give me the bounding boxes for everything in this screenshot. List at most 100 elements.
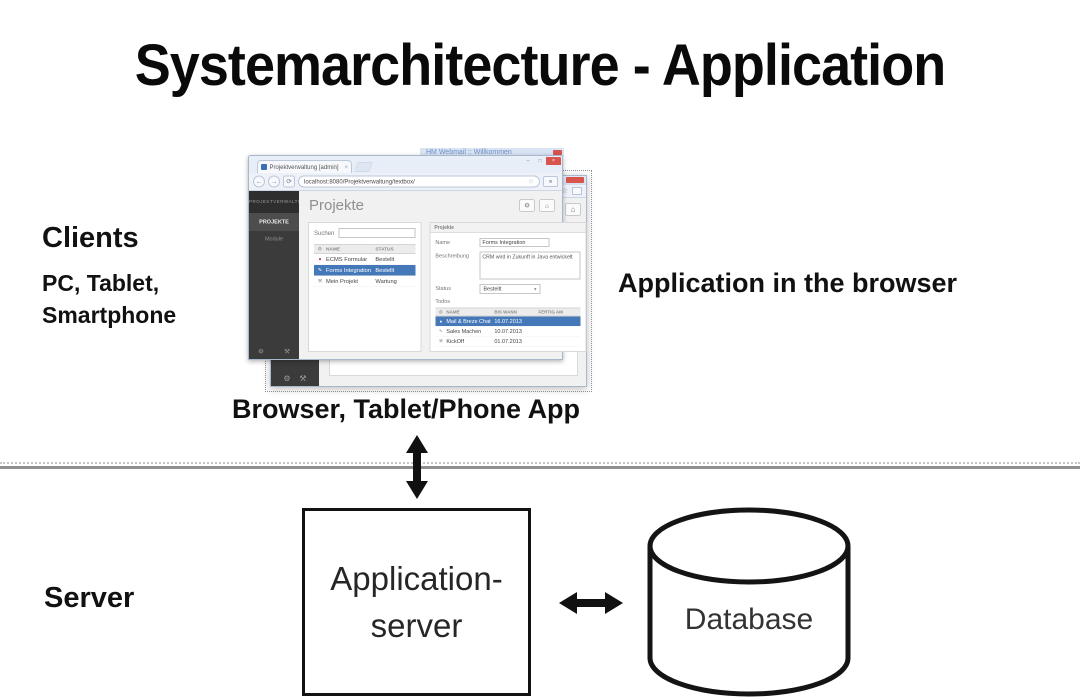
project-name: Forms Integration bbox=[326, 267, 372, 274]
todos-table-header: ⚙ NAME BIS WANN FERTIG AM bbox=[435, 307, 581, 317]
clients-label-block: Clients PC, Tablet, Smartphone bbox=[42, 222, 176, 331]
application-server-box: Application- server bbox=[302, 508, 531, 696]
wrench-icon: ⚒ bbox=[317, 278, 323, 285]
reload-icon[interactable]: ⟳ bbox=[283, 175, 295, 188]
todo-due: 10.07.2013 bbox=[494, 328, 522, 335]
database-label: Database bbox=[684, 603, 814, 636]
status-dot-icon: ● bbox=[318, 256, 322, 263]
maximize-icon[interactable]: □ bbox=[538, 158, 542, 164]
tier-divider-dotted-line bbox=[0, 462, 1080, 464]
tier-divider-line bbox=[0, 466, 1080, 469]
column-header-status[interactable]: STATUS bbox=[375, 246, 394, 252]
todo-row-selected[interactable]: ● Mail & Breze Chat 16.07.2013 bbox=[435, 316, 581, 327]
todo-name: Mail & Breze Chat bbox=[446, 318, 491, 325]
app-sidebar: PROJEKTVERWALTUNG PROJEKTE Module ⚙ ⚒ bbox=[249, 191, 299, 359]
back-window-star-icon[interactable]: ☆ bbox=[560, 186, 568, 195]
front-browser-window: Projektverwaltung [admin] × – □ × ← → ⟳ bbox=[248, 155, 587, 360]
minimize-icon[interactable]: – bbox=[526, 158, 530, 164]
tab-title: Projektverwaltung [admin] bbox=[269, 163, 339, 171]
background-window-title: HM Webmail :: Willkommen bbox=[426, 149, 512, 156]
tab-favicon bbox=[261, 164, 267, 170]
name-field-label: Name bbox=[435, 239, 451, 246]
browser-tablet-phone-label: Browser, Tablet/Phone App bbox=[232, 394, 581, 424]
application-in-browser-label: Application in the browser bbox=[618, 268, 958, 298]
column-header-name[interactable]: NAME bbox=[326, 246, 340, 252]
tab-close-icon[interactable]: × bbox=[344, 163, 348, 171]
table-row[interactable]: ⚒ Mein Projekt Wartung bbox=[314, 276, 416, 287]
back-icon[interactable]: ← bbox=[253, 175, 265, 188]
todo-due: 16.07.2013 bbox=[494, 318, 522, 325]
gear-icon[interactable]: ⚙ bbox=[283, 374, 291, 383]
browser-menu-icon[interactable]: ≡ bbox=[543, 176, 558, 187]
browser-toolbar: ← → ⟳ localhost:8080/Projektverwaltung/t… bbox=[249, 173, 562, 191]
back-window-close-icon[interactable] bbox=[566, 177, 584, 183]
chevron-down-icon: ▾ bbox=[534, 286, 537, 292]
gear-icon: ⚙ bbox=[438, 309, 443, 315]
projects-table-header: ⚙ NAME STATUS bbox=[314, 244, 416, 254]
application-server-label-line2: server bbox=[370, 607, 463, 644]
column-header-due[interactable]: BIS WANN bbox=[494, 309, 517, 315]
gear-icon: ⚙ bbox=[317, 246, 323, 252]
app-panels: Suchen ⚙ NAME STATUS ● bbox=[308, 222, 587, 352]
browser-tab[interactable]: Projektverwaltung [admin] × bbox=[257, 160, 352, 173]
todo-row[interactable]: ✎ Sales Machen 10.07.2013 bbox=[435, 327, 581, 337]
table-row-selected[interactable]: ✎ Forms Integration Bestellt bbox=[314, 265, 416, 276]
address-bar[interactable]: localhost:8080/Projektverwaltung/textbox… bbox=[298, 175, 540, 188]
back-window-home-button[interactable]: ⌂ bbox=[565, 203, 581, 216]
home-button[interactable]: ⌂ bbox=[539, 199, 555, 212]
project-detail-panel: Projekte Name Beschreibung CRM wird in Z… bbox=[429, 222, 587, 352]
window-controls: – □ × bbox=[522, 157, 561, 165]
project-status: Bestellt bbox=[375, 267, 395, 274]
column-header-name[interactable]: NAME bbox=[446, 309, 460, 315]
sidebar-item-projekte[interactable]: PROJEKTE bbox=[249, 213, 299, 231]
app-page: PROJEKTVERWALTUNG PROJEKTE Module ⚙ ⚒ Pr… bbox=[249, 191, 587, 359]
pencil-icon: ✎ bbox=[317, 267, 323, 274]
gear-icon[interactable]: ⚙ bbox=[258, 347, 264, 356]
close-icon[interactable]: × bbox=[546, 157, 561, 165]
todo-name: KickOff bbox=[446, 338, 464, 345]
todo-name: Sales Machen bbox=[446, 328, 482, 335]
background-window-titlebar: HM Webmail :: Willkommen bbox=[420, 148, 564, 157]
forward-icon[interactable]: → bbox=[268, 175, 280, 188]
server-label: Server bbox=[44, 582, 135, 614]
table-row[interactable]: ● ECMS Formular Bestellt bbox=[314, 254, 416, 265]
pencil-icon: ✎ bbox=[438, 328, 443, 334]
browser-screenshot-group: HM Webmail :: Willkommen ☆ ⚙ ⚒ ⌂ bbox=[248, 148, 596, 400]
description-field-label: Beschreibung bbox=[435, 253, 469, 259]
todos-label: Todos bbox=[435, 298, 451, 305]
app-page-title: Projekte bbox=[309, 197, 365, 214]
sidebar-brand: PROJEKTVERWALTUNG bbox=[249, 191, 299, 213]
todo-due: 01.07.2013 bbox=[494, 338, 522, 345]
client-server-arrow bbox=[406, 435, 428, 499]
column-header-done[interactable]: FERTIG AM bbox=[538, 309, 563, 315]
back-window-menu-icon[interactable] bbox=[572, 187, 582, 195]
status-dot-icon: ● bbox=[439, 318, 443, 324]
project-status: Wartung bbox=[375, 278, 397, 285]
status-select[interactable]: Bestellt ▾ bbox=[479, 284, 541, 294]
server-database-arrow bbox=[559, 592, 623, 614]
search-label: Suchen bbox=[314, 229, 335, 237]
sidebar-spacer bbox=[249, 247, 299, 344]
back-window-sidebar-icons: ⚙ ⚒ bbox=[271, 374, 319, 383]
wrench-icon[interactable]: ⚒ bbox=[284, 347, 290, 356]
detail-panel-title: Projekte bbox=[430, 223, 586, 233]
background-window-close-icon[interactable] bbox=[553, 150, 562, 155]
new-tab-button[interactable] bbox=[354, 162, 373, 172]
bookmark-star-icon[interactable]: ☆ bbox=[528, 177, 534, 186]
clients-subtitle-line2: Smartphone bbox=[42, 302, 177, 328]
clients-subtitle-line1: PC, Tablet, bbox=[42, 270, 160, 296]
name-field[interactable] bbox=[479, 238, 550, 247]
todo-row[interactable]: ⚒ KickOff 01.07.2013 bbox=[435, 337, 581, 347]
search-input[interactable] bbox=[338, 228, 416, 238]
app-header-buttons: ⚙ ⌂ bbox=[519, 199, 555, 212]
application-server-label-line1: Application- bbox=[330, 560, 503, 597]
project-name: ECMS Formular bbox=[326, 256, 368, 263]
url-text: localhost:8080/Projektverwaltung/textbox… bbox=[304, 178, 415, 185]
status-field-label: Status bbox=[435, 285, 451, 292]
description-field[interactable]: CRM wird in Zukunft in Java entwickelt bbox=[479, 251, 581, 280]
database-cylinder bbox=[647, 507, 851, 697]
settings-gear-button[interactable]: ⚙ bbox=[519, 199, 535, 212]
wrench-icon[interactable]: ⚒ bbox=[299, 374, 307, 383]
sidebar-item-module[interactable]: Module bbox=[264, 236, 284, 242]
